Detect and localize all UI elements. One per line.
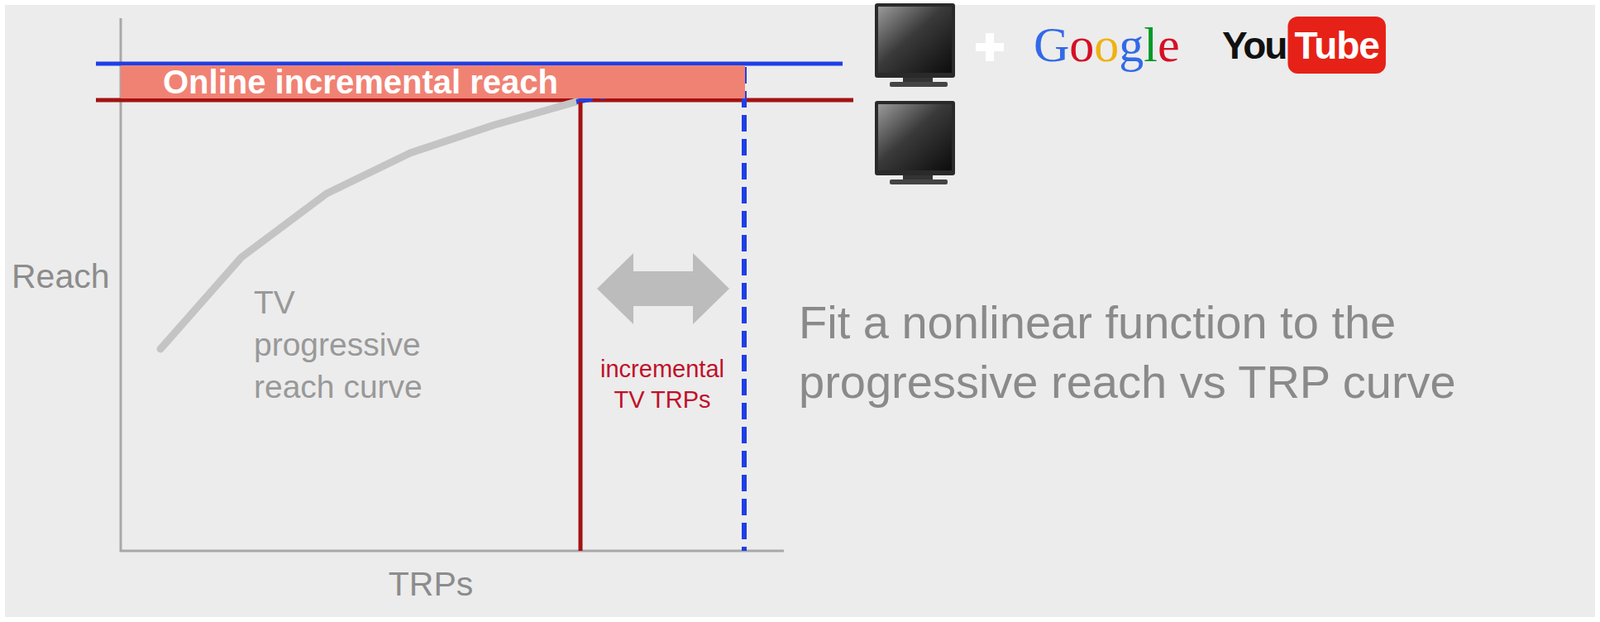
youtube-logo-text: Tube: [1294, 25, 1379, 66]
curve-label: TV progressive reach curve: [253, 281, 453, 408]
youtube-logo-text: You: [1222, 25, 1286, 66]
band-label: Online incremental reach: [162, 65, 746, 99]
x-axis: [119, 549, 784, 553]
youtube-logo-box: [1287, 16, 1386, 74]
equivalent-trp-marker: [741, 66, 747, 551]
note-text: Fit a nonlinear function to the progress…: [798, 292, 1568, 412]
plus-sign: [975, 33, 1004, 62]
incremental-reach-band: Online incremental reach: [120, 65, 746, 99]
tv-icon: [874, 100, 956, 185]
tv-reach-line: [95, 98, 854, 103]
axis-title: TRPs: [348, 563, 514, 604]
double-arrow: [597, 253, 730, 325]
google-logo: Google: [1033, 14, 1180, 75]
tv-trp-marker: [578, 101, 583, 551]
reach-curve: [160, 101, 577, 349]
annotation: incremental TV TRPs: [585, 353, 740, 416]
axis-title: Reach: [11, 256, 110, 297]
tv-icon: [874, 3, 956, 87]
